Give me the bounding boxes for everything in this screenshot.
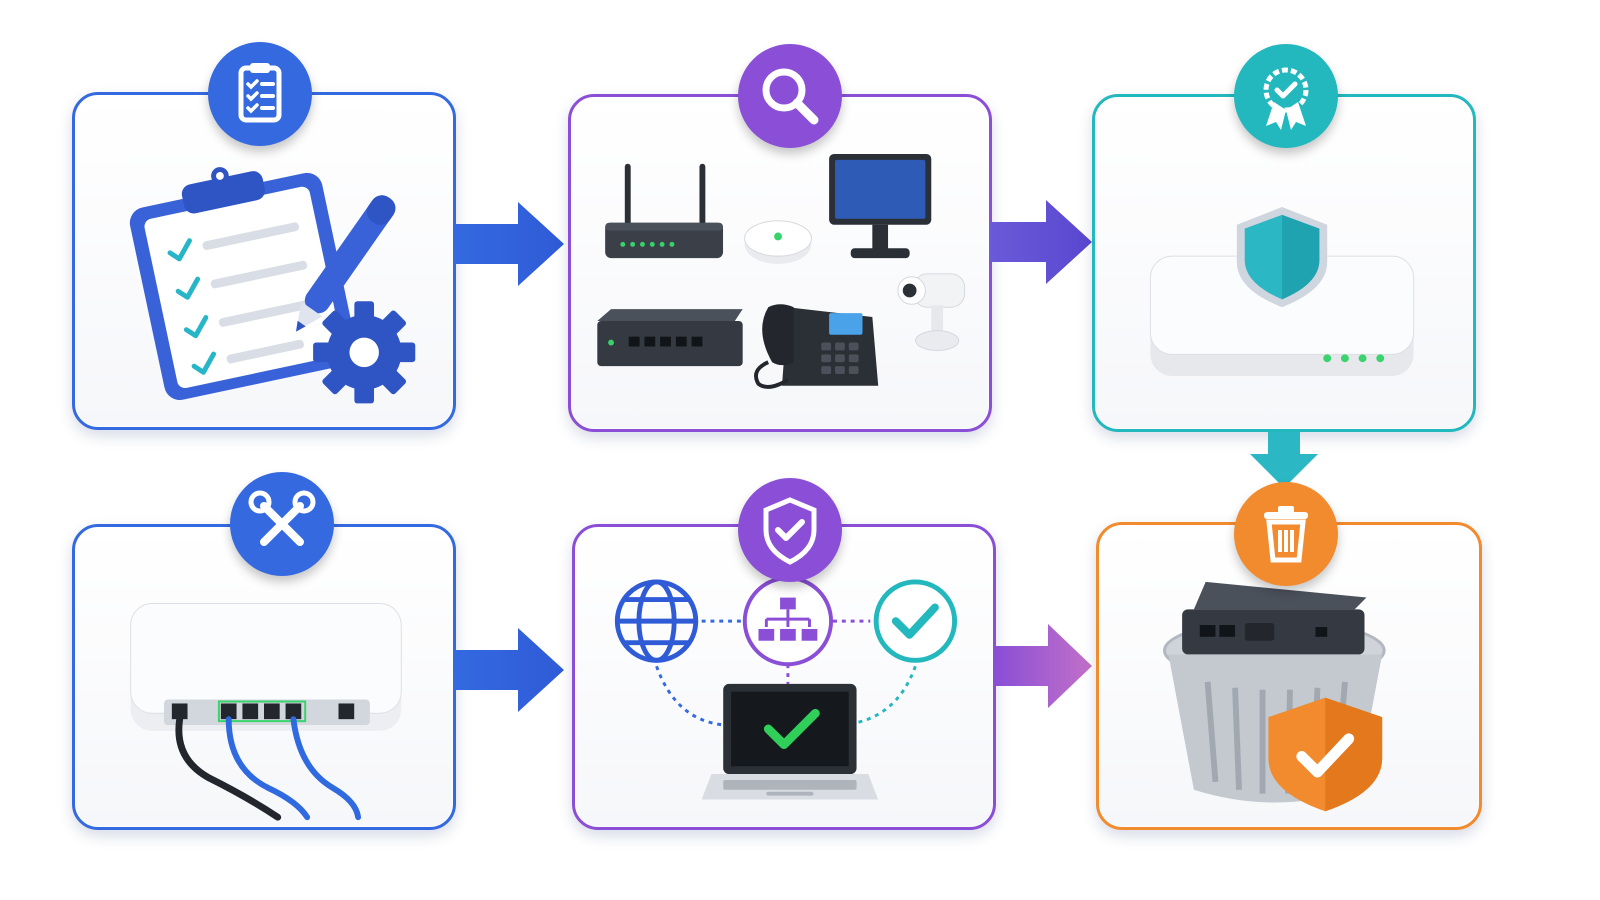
award-ribbon-icon xyxy=(1234,44,1338,148)
cabling-illustration xyxy=(130,602,402,821)
shield-icon xyxy=(1236,207,1328,308)
security-camera-icon xyxy=(897,273,966,351)
flow-arrow-right xyxy=(996,620,1096,712)
ethernet-cables-icon xyxy=(175,715,362,821)
globe-icon xyxy=(614,579,699,663)
network-device-icon xyxy=(130,602,402,731)
step-card-configure xyxy=(72,524,456,830)
flow-arrow-right xyxy=(990,196,1096,288)
router-icon xyxy=(605,163,724,259)
device-disposal-illustration xyxy=(1163,581,1386,812)
flow-arrow-right xyxy=(456,198,568,290)
step-card-plan xyxy=(72,92,456,430)
step-card-inventory xyxy=(568,94,992,432)
check-circle-icon xyxy=(873,579,958,663)
flow-arrow-right xyxy=(456,624,568,716)
network-device-icon xyxy=(1149,255,1415,376)
network-switch-icon xyxy=(597,309,743,367)
gear-icon xyxy=(313,301,416,404)
flow-arrow-down xyxy=(1248,432,1320,490)
old-network-device-icon xyxy=(1182,581,1367,655)
shield-check-icon xyxy=(738,478,842,582)
pen-icon xyxy=(296,195,396,332)
connectivity-check-illustration xyxy=(614,576,958,800)
access-point-icon xyxy=(744,220,812,264)
step-card-dispose xyxy=(1096,522,1482,830)
secured-device-illustration xyxy=(1149,207,1415,376)
desk-phone-icon xyxy=(754,304,879,389)
laptop-icon xyxy=(701,683,879,800)
clipboard-checklist-icon xyxy=(208,42,312,146)
planning-illustration xyxy=(129,167,416,404)
trash-icon xyxy=(1234,482,1338,586)
shield-check-icon xyxy=(1268,697,1383,812)
magnifier-icon xyxy=(738,44,842,148)
tools-icon xyxy=(230,472,334,576)
clipboard-icon xyxy=(129,167,357,401)
device-inventory-illustration xyxy=(597,153,966,389)
step-card-verify xyxy=(572,524,996,830)
network-hierarchy-icon xyxy=(742,576,834,667)
monitor-icon xyxy=(829,153,932,259)
